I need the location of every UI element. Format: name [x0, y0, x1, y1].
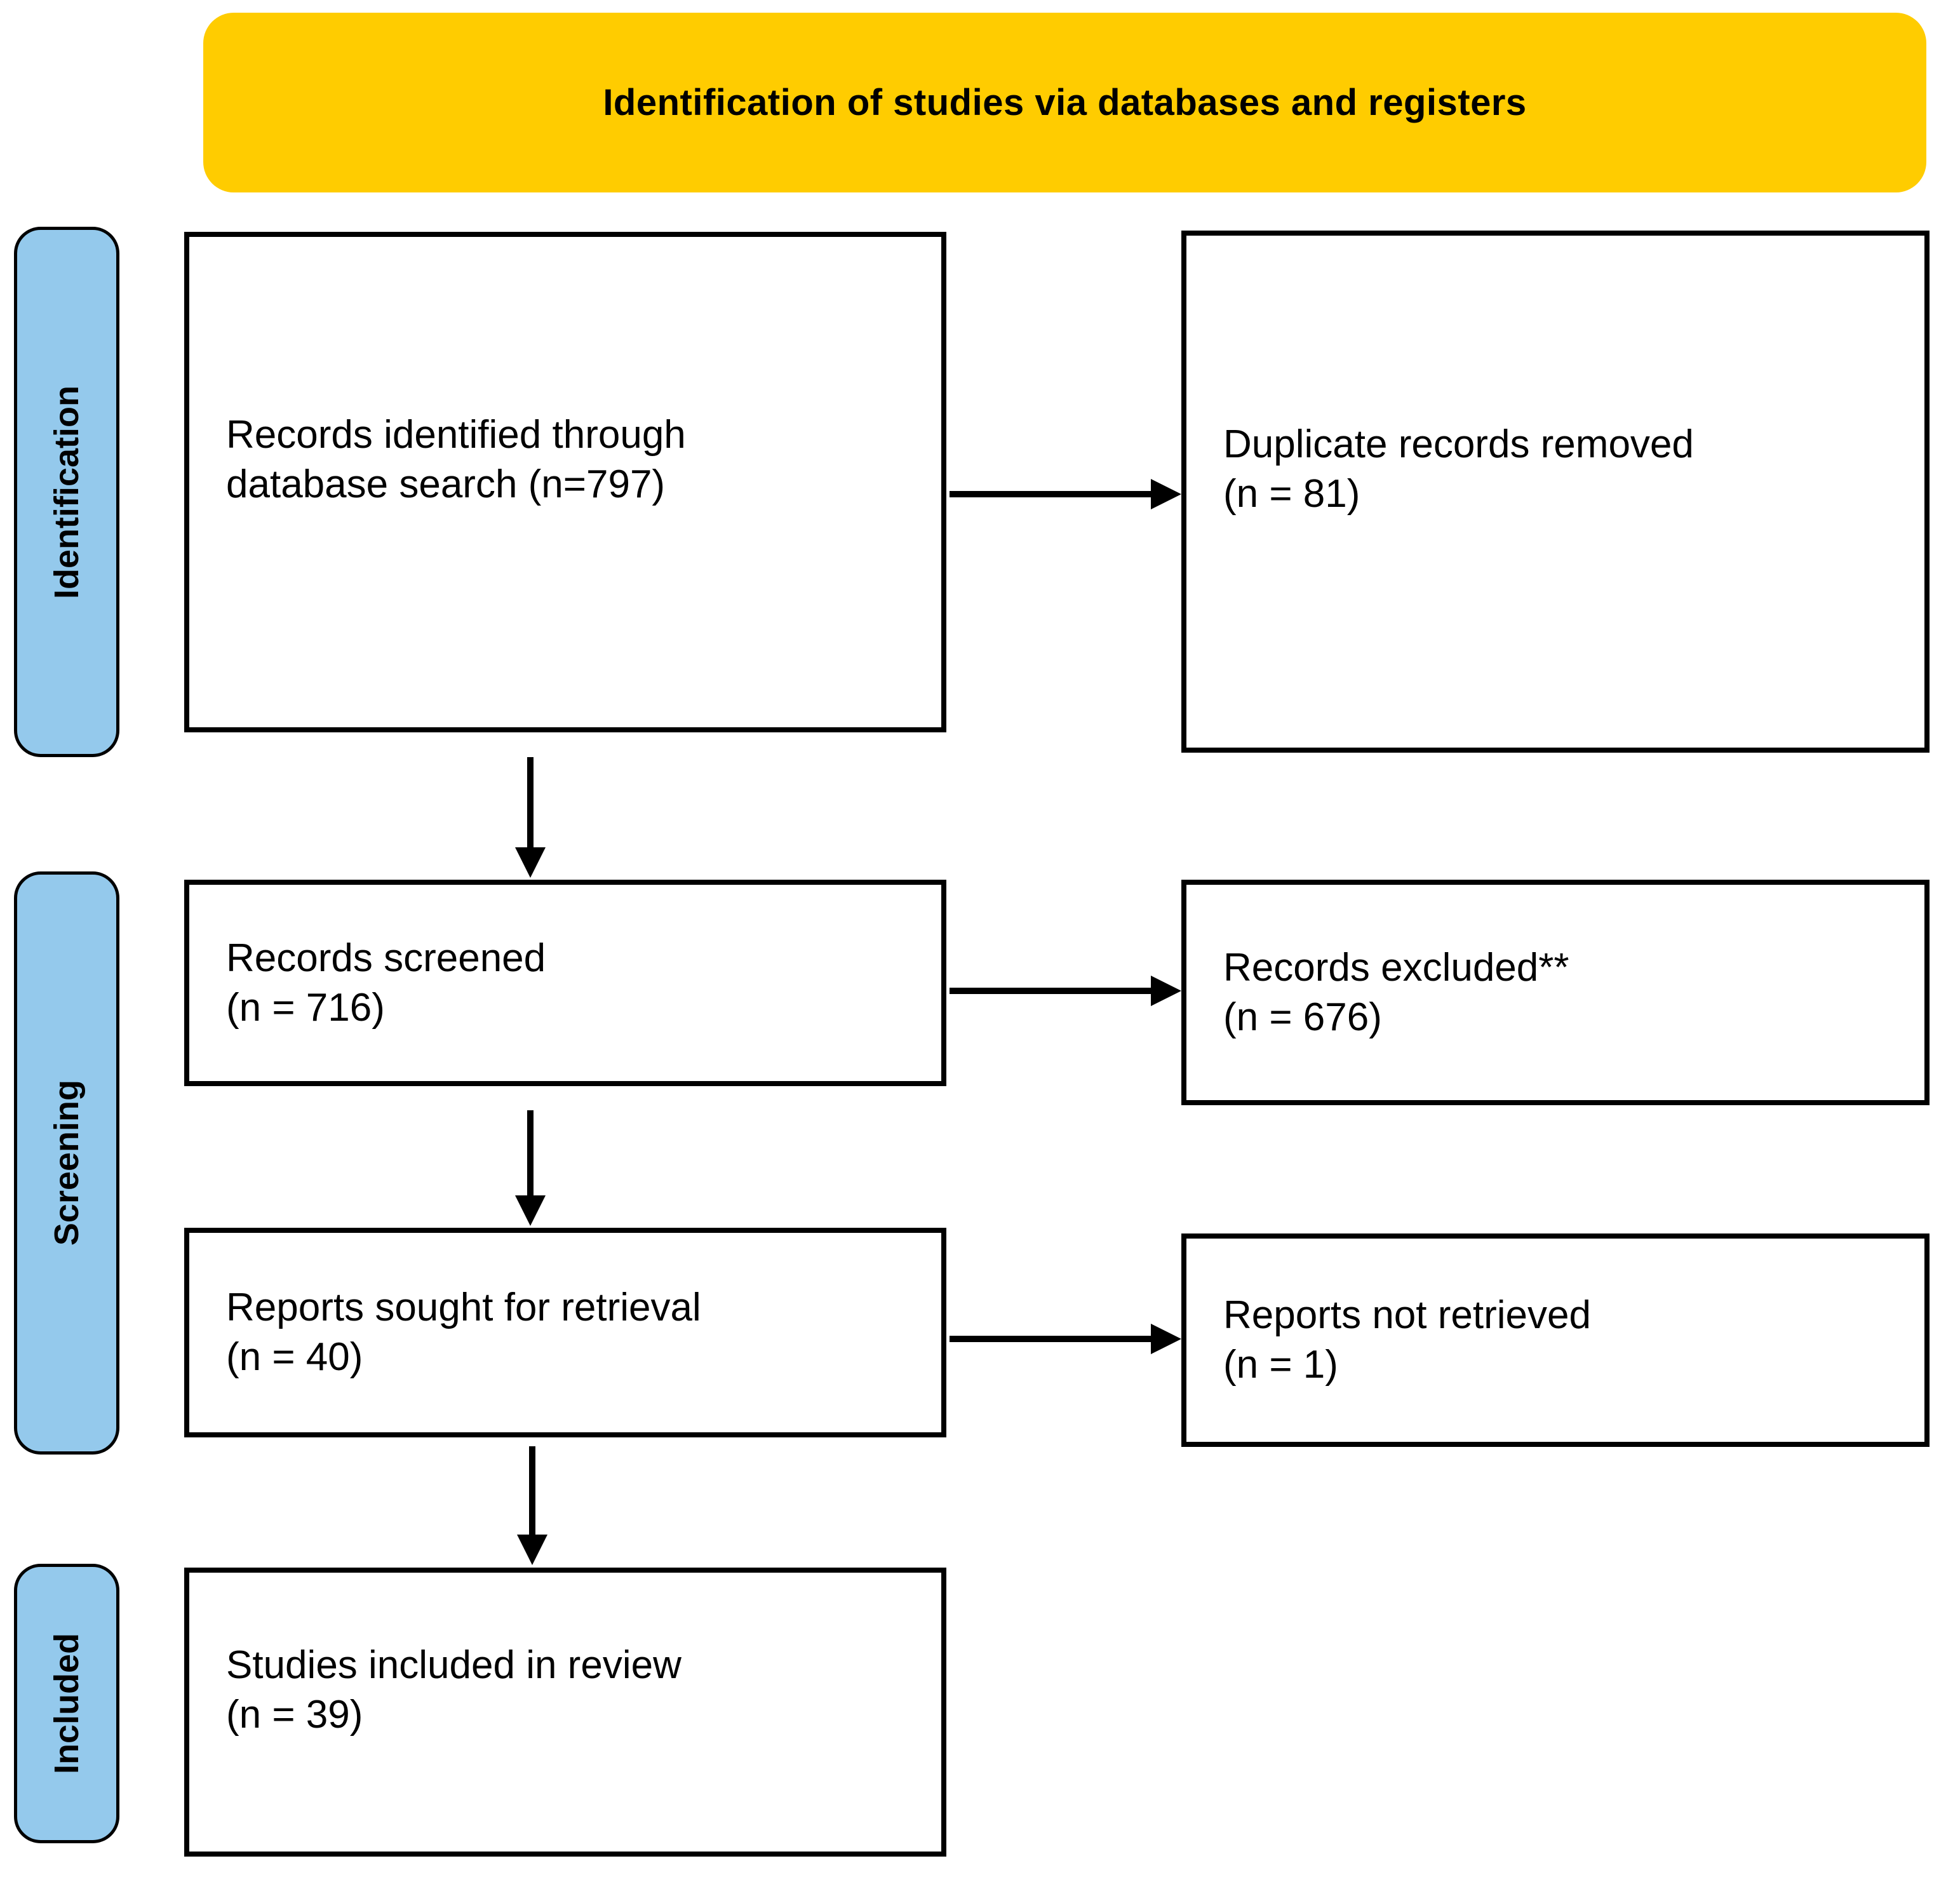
box-records-screened-text: Records screened (n = 716) [189, 934, 941, 1033]
arrow-screened-to-sought-line [527, 1110, 534, 1199]
stage-label-screening-text: Screening [48, 1080, 86, 1246]
arrow-down-icon [517, 1535, 547, 1565]
arrow-sought-to-included-line [529, 1446, 535, 1536]
box-reports-sought-text: Reports sought for retrieval (n = 40) [189, 1283, 941, 1382]
box-records-identified-line2: database search (n=797) [226, 462, 666, 506]
arrow-down-icon [515, 847, 546, 878]
arrow-down-icon [515, 1195, 546, 1226]
arrow-identified-to-duplicates-line [950, 491, 1153, 497]
box-records-excluded-line2: (n = 676) [1223, 995, 1382, 1039]
box-records-excluded: Records excluded** (n = 676) [1181, 880, 1930, 1105]
arrow-identified-to-screened-line [527, 757, 534, 850]
arrow-right-icon [1151, 479, 1181, 509]
arrow-screened-to-excluded-line [950, 988, 1153, 994]
stage-label-screening: Screening [14, 871, 119, 1455]
box-duplicates-removed-line2: (n = 81) [1223, 472, 1360, 516]
box-studies-included-line2: (n = 39) [226, 1692, 363, 1737]
arrow-right-icon [1151, 976, 1181, 1006]
box-studies-included-line1: Studies included in review [226, 1643, 681, 1687]
box-duplicates-removed-line1: Duplicate records removed [1223, 422, 1694, 466]
box-records-screened-line1: Records screened [226, 936, 546, 980]
box-reports-not-retrieved: Reports not retrieved (n = 1) [1181, 1233, 1930, 1447]
box-reports-sought-line1: Reports sought for retrieval [226, 1286, 701, 1329]
box-records-screened-line2: (n = 716) [226, 985, 385, 1030]
arrow-right-icon [1151, 1324, 1181, 1354]
stage-label-included-text: Included [48, 1632, 86, 1774]
stage-label-included: Included [14, 1564, 119, 1843]
box-records-identified: Records identified through database sear… [184, 232, 946, 732]
box-reports-not-retrieved-line1: Reports not retrieved [1223, 1293, 1591, 1337]
box-reports-not-retrieved-text: Reports not retrieved (n = 1) [1186, 1291, 1924, 1390]
box-records-identified-line1: Records identified through [226, 413, 686, 457]
box-duplicates-removed: Duplicate records removed (n = 81) [1181, 231, 1930, 753]
box-records-screened: Records screened (n = 716) [184, 880, 946, 1086]
stage-label-identification-text: Identification [48, 385, 86, 599]
box-records-excluded-line1: Records excluded** [1223, 945, 1569, 990]
header-banner: Identification of studies via databases … [203, 13, 1926, 192]
box-studies-included-text: Studies included in review (n = 39) [189, 1641, 941, 1740]
arrow-sought-to-not-retrieved-line [950, 1336, 1153, 1342]
box-reports-sought: Reports sought for retrieval (n = 40) [184, 1228, 946, 1437]
box-reports-sought-line2: (n = 40) [226, 1335, 363, 1379]
box-records-identified-text: Records identified through database sear… [189, 410, 941, 509]
box-records-excluded-text: Records excluded** (n = 676) [1186, 943, 1924, 1042]
header-title: Identification of studies via databases … [603, 82, 1527, 123]
box-reports-not-retrieved-line2: (n = 1) [1223, 1343, 1338, 1387]
box-duplicates-removed-text: Duplicate records removed (n = 81) [1186, 420, 1924, 519]
stage-label-identification: Identification [14, 227, 119, 757]
box-studies-included: Studies included in review (n = 39) [184, 1568, 946, 1857]
